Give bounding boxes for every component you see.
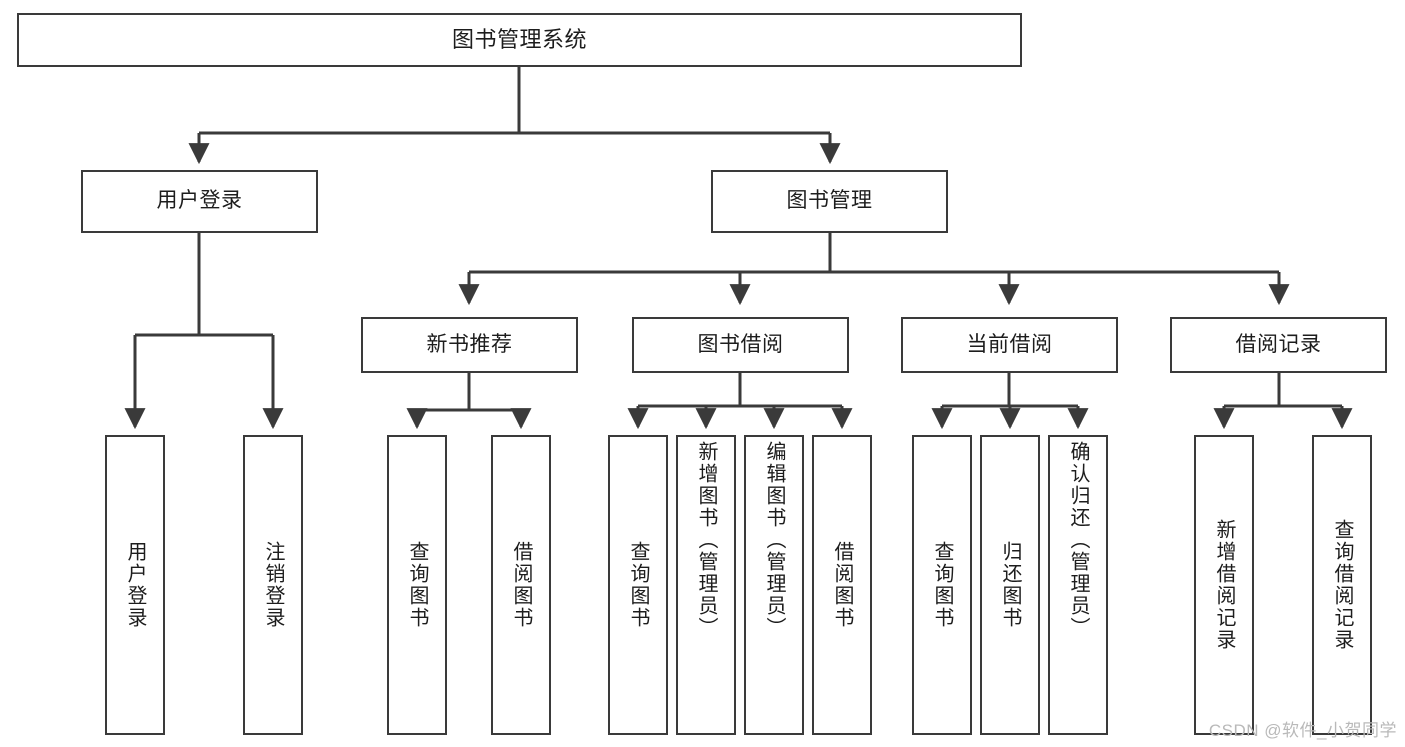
- node-label: 编辑图书（管理员）: [763, 441, 785, 639]
- node-label: 查询图书: [627, 541, 649, 629]
- leaf-add-book-admin[interactable]: 新增图书（管理员）: [676, 435, 736, 735]
- node-current-borrow[interactable]: 当前借阅: [901, 317, 1118, 373]
- node-book-manage[interactable]: 图书管理: [711, 170, 948, 233]
- leaf-user-login[interactable]: 用户登录: [105, 435, 165, 735]
- node-label: 确认归还（管理员）: [1067, 441, 1089, 639]
- leaf-edit-book-admin[interactable]: 编辑图书（管理员）: [744, 435, 804, 735]
- node-label: 借阅记录: [1235, 332, 1322, 356]
- node-book-borrow[interactable]: 图书借阅: [632, 317, 849, 373]
- watermark: CSDN @软件_小贺同学: [1208, 721, 1397, 740]
- leaf-new-book-query[interactable]: 查询图书: [387, 435, 447, 735]
- node-root-system[interactable]: 图书管理系统: [17, 13, 1022, 67]
- node-label: 新书推荐: [426, 332, 513, 356]
- node-label: 图书借阅: [697, 332, 784, 356]
- leaf-add-borrow-record[interactable]: 新增借阅记录: [1194, 435, 1254, 735]
- node-label: 用户登录: [156, 189, 243, 213]
- node-borrow-record[interactable]: 借阅记录: [1170, 317, 1387, 373]
- node-label: 当前借阅: [966, 332, 1053, 356]
- leaf-confirm-return-admin[interactable]: 确认归还（管理员）: [1048, 435, 1108, 735]
- node-label: 新增借阅记录: [1213, 519, 1235, 651]
- node-label: 图书管理系统: [451, 27, 587, 53]
- node-label: 归还图书: [999, 541, 1021, 629]
- leaf-logout[interactable]: 注销登录: [243, 435, 303, 735]
- node-new-book-recommend[interactable]: 新书推荐: [361, 317, 578, 373]
- leaf-query-borrow-record[interactable]: 查询借阅记录: [1312, 435, 1372, 735]
- node-label: 注销登录: [262, 541, 284, 629]
- node-label: 新增图书（管理员）: [695, 441, 717, 639]
- leaf-current-query-book[interactable]: 查询图书: [912, 435, 972, 735]
- node-label: 图书管理: [786, 189, 873, 213]
- node-user-login[interactable]: 用户登录: [81, 170, 318, 233]
- leaf-borrow-book[interactable]: 借阅图书: [812, 435, 872, 735]
- node-label: 查询借阅记录: [1331, 519, 1353, 651]
- leaf-borrow-query-book[interactable]: 查询图书: [608, 435, 668, 735]
- node-label: 借阅图书: [831, 541, 853, 629]
- node-label: 借阅图书: [510, 541, 532, 629]
- node-label: 查询图书: [406, 541, 428, 629]
- node-label: 用户登录: [124, 541, 146, 629]
- node-label: 查询图书: [931, 541, 953, 629]
- leaf-new-book-borrow[interactable]: 借阅图书: [491, 435, 551, 735]
- leaf-return-book[interactable]: 归还图书: [980, 435, 1040, 735]
